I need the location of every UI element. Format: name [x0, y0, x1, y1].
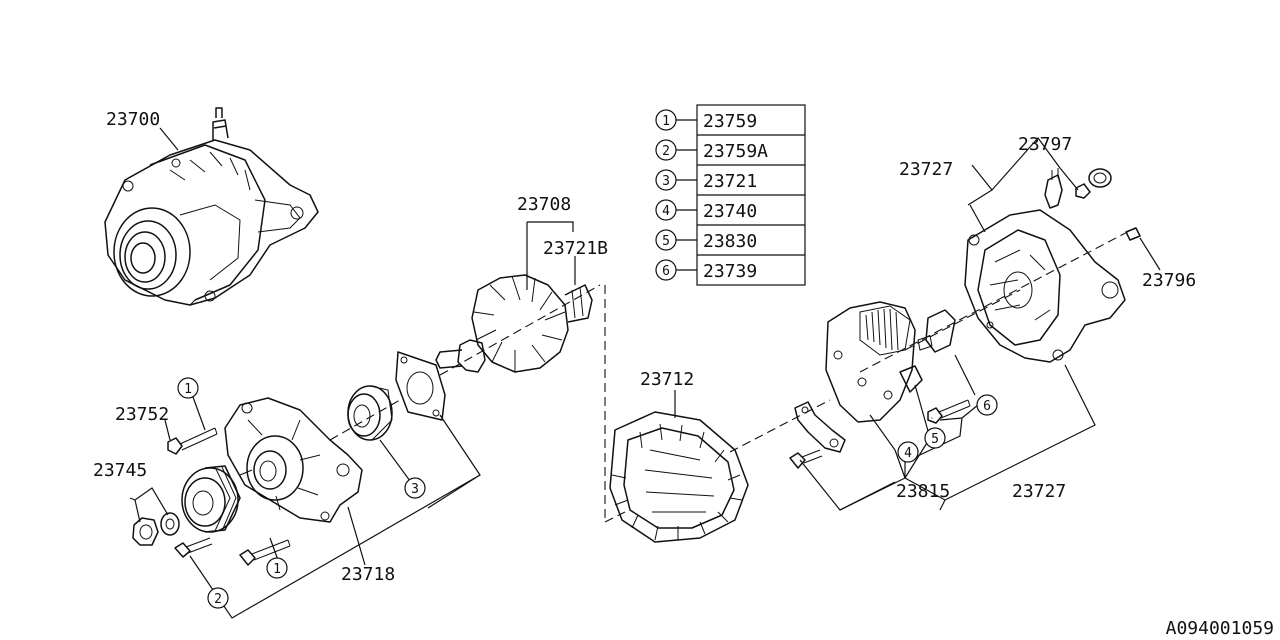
callout-3: 3 — [404, 477, 426, 499]
legend-row-2: 2 23759A — [655, 139, 768, 162]
legend-part-23830: 23830 — [703, 231, 757, 252]
label-23721b: 23721B — [543, 238, 608, 259]
legend-row-3: 3 23721 — [655, 169, 757, 192]
cap-bolt-drawing — [1125, 227, 1141, 241]
svg-text:1: 1 — [273, 562, 281, 577]
label-23718: 23718 — [341, 564, 395, 585]
svg-text:3: 3 — [662, 174, 670, 189]
legend-part-23759a: 23759A — [703, 141, 768, 162]
rotor-drawing — [435, 274, 593, 373]
brush-holder-drawing — [917, 309, 956, 353]
terminal-nut-drawing — [1044, 168, 1112, 209]
legend-row-1: 1 23759 — [655, 109, 757, 132]
legend-part-23759: 23759 — [703, 111, 757, 132]
callout-1-top: 1 — [177, 377, 199, 399]
callout-4: 4 — [897, 441, 919, 463]
drawing-id: A094001059 — [1166, 618, 1274, 639]
svg-text:4: 4 — [904, 446, 912, 461]
svg-text:2: 2 — [214, 592, 222, 607]
label-23700: 23700 — [106, 109, 160, 130]
alternator-assembly-drawing — [104, 107, 319, 306]
svg-text:5: 5 — [662, 234, 670, 249]
svg-text:2: 2 — [662, 144, 670, 159]
svg-text:1: 1 — [662, 114, 670, 129]
label-23745: 23745 — [93, 460, 147, 481]
label-23815: 23815 — [896, 481, 950, 502]
rear-housing-drawing — [964, 209, 1126, 363]
svg-text:3: 3 — [411, 482, 419, 497]
label-23797: 23797 — [1018, 134, 1072, 155]
legend-table: 1 23759 2 23759A 3 23721 4 23740 5 23830 — [655, 104, 806, 286]
callout-2: 2 — [207, 587, 229, 609]
callout-6: 6 — [976, 394, 998, 416]
svg-text:6: 6 — [662, 264, 670, 279]
terminal-plate-drawing — [789, 401, 846, 469]
legend-row-4: 4 23740 — [655, 199, 757, 222]
callout-1-bottom: 1 — [266, 557, 288, 579]
legend-row-5: 5 23830 — [655, 229, 757, 252]
label-23712: 23712 — [640, 369, 694, 390]
callout-5: 5 — [924, 427, 946, 449]
rectifier-drawing — [825, 301, 923, 423]
label-23727-bottom: 23727 — [1012, 481, 1066, 502]
front-housing-drawing — [224, 397, 363, 523]
svg-text:4: 4 — [662, 204, 670, 219]
svg-text:5: 5 — [931, 432, 939, 447]
pulley-nut-drawing — [132, 512, 180, 546]
front-bearing-drawing — [347, 385, 393, 441]
small-bolts-drawing — [927, 399, 971, 424]
legend-part-23721: 23721 — [703, 171, 757, 192]
label-23708: 23708 — [517, 194, 571, 215]
svg-text:6: 6 — [983, 399, 991, 414]
label-23752: 23752 — [115, 404, 169, 425]
bearing-retainer-plate-drawing — [395, 351, 446, 421]
pulley-drawing — [181, 465, 241, 533]
label-23796: 23796 — [1142, 270, 1196, 291]
legend-part-23739: 23739 — [703, 261, 757, 282]
svg-text:1: 1 — [184, 382, 192, 397]
legend-part-23740: 23740 — [703, 201, 757, 222]
through-bolts-drawing — [167, 427, 291, 566]
legend-row-6: 6 23739 — [655, 259, 757, 282]
label-23727-top: 23727 — [899, 159, 953, 180]
stator-drawing — [609, 411, 749, 543]
